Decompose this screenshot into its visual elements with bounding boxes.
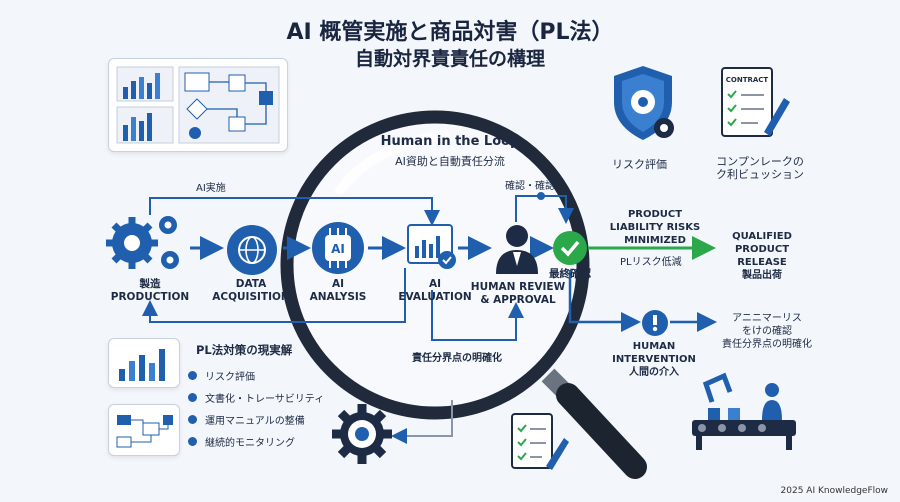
anomaly-l1: アニニマーリス xyxy=(732,313,802,324)
legend-item-label: 文書化・トレーサビリティ xyxy=(205,393,325,405)
responsibility-label: 責任分界点の明確化 xyxy=(412,353,502,364)
step-data-l2: ACQUISITION xyxy=(212,291,290,303)
shield-gear-icon xyxy=(614,66,674,140)
ai-impl-label: AI実施 xyxy=(196,183,226,194)
legend-item-label: リスク評価 xyxy=(205,371,255,383)
step-production-en: PRODUCTION xyxy=(110,291,190,303)
checklist-pen-icon xyxy=(511,413,569,470)
globe-icon xyxy=(227,225,277,275)
footer-copyright: 2025 AI KnowledgeFlow xyxy=(780,486,888,496)
dashboard-illustration xyxy=(116,66,280,144)
legend-item: 継続的モニタリング xyxy=(188,430,324,452)
person-icon xyxy=(496,225,538,274)
page-subtitle: 自動対界責責任の構理 xyxy=(354,48,545,70)
intervention-l2: INTERVENTION xyxy=(612,354,696,365)
compliance-label-1: コンプンレークの xyxy=(716,155,804,168)
bullet-icon xyxy=(188,436,197,446)
risk-eval-label: リスク評価 xyxy=(612,158,667,171)
step-data-l1: DATA xyxy=(235,278,267,290)
release-jp: 製品出荷 xyxy=(742,270,782,281)
release-l2: PRODUCT xyxy=(734,244,790,255)
svg-text:AI: AI xyxy=(331,242,345,256)
contract-icon: CONTRACT xyxy=(721,67,790,137)
legend-item: 運用マニュアルの整備 xyxy=(188,408,324,430)
bullet-icon xyxy=(188,370,197,380)
legend-flow-card xyxy=(108,404,180,456)
step-final-check: 最終確認 xyxy=(549,268,591,280)
intervention-jp: 人間の介入 xyxy=(629,367,679,378)
pl-risk-l2: LIABILITY RISKS xyxy=(609,222,701,233)
step-ai-analysis-l2: ANALYSIS xyxy=(309,291,367,303)
page-title: AI 概管実施と商品対害（PL法） xyxy=(286,20,614,45)
legend-list: リスク評価 文書化・トレーサビリティ 運用マニュアルの整備 継続的モニタリング xyxy=(188,364,324,452)
legend-title: PL法対策の現実解 xyxy=(196,343,293,357)
pl-risk-l3: MINIMIZED xyxy=(624,235,686,246)
gears-icon xyxy=(106,216,179,269)
step-ai-eval-l2: EVALUATION xyxy=(398,291,472,303)
bullet-icon xyxy=(188,414,197,424)
dashboard-card xyxy=(108,58,288,152)
legend-item: リスク評価 xyxy=(188,364,324,386)
step-ai-eval-l1: AI xyxy=(428,278,442,290)
workflow-icon xyxy=(116,415,173,448)
release-l3: RELEASE xyxy=(737,257,787,268)
anomaly-l3: 責任分界点の明確化 xyxy=(722,339,812,350)
gear-icon xyxy=(332,404,392,464)
bar-chart-icon xyxy=(119,349,165,381)
step-human-l1: HUMAN REVIEW xyxy=(470,281,566,293)
contract-title: CONTRACT xyxy=(726,76,769,84)
step-ai-analysis-l1: AI xyxy=(331,278,345,290)
loop-subheading: AI資助と自動責任分流 xyxy=(395,155,505,168)
release-l1: QUALIFIED xyxy=(732,231,792,242)
compliance-label-2: ク利ビュッション xyxy=(716,168,804,181)
step-production-jp: 製造 xyxy=(139,278,161,290)
anomaly-l2: をけの確認 xyxy=(742,326,792,337)
pl-risk-l1: PRODUCT xyxy=(627,209,683,220)
legend-item: 文書化・トレーサビリティ xyxy=(188,386,324,408)
legend-chart-card xyxy=(108,338,180,388)
legend-item-label: 継続的モニタリング xyxy=(205,437,295,449)
bullet-icon xyxy=(188,392,197,402)
check-circle-icon xyxy=(553,231,587,265)
legend-item-label: 運用マニュアルの整備 xyxy=(205,415,305,427)
factory-robot-icon xyxy=(692,372,796,450)
loop-heading: Human in the Loop xyxy=(380,134,520,149)
intervention-l1: HUMAN xyxy=(632,341,676,352)
ai-chip-icon: AI xyxy=(312,222,364,274)
pl-risk-jp: PLリスク低減 xyxy=(620,257,682,268)
evaluation-chart-icon xyxy=(407,224,456,269)
check-label: 確認・確認 xyxy=(505,181,555,192)
alert-icon xyxy=(642,310,668,336)
step-human-l2: & APPROVAL xyxy=(480,294,556,306)
